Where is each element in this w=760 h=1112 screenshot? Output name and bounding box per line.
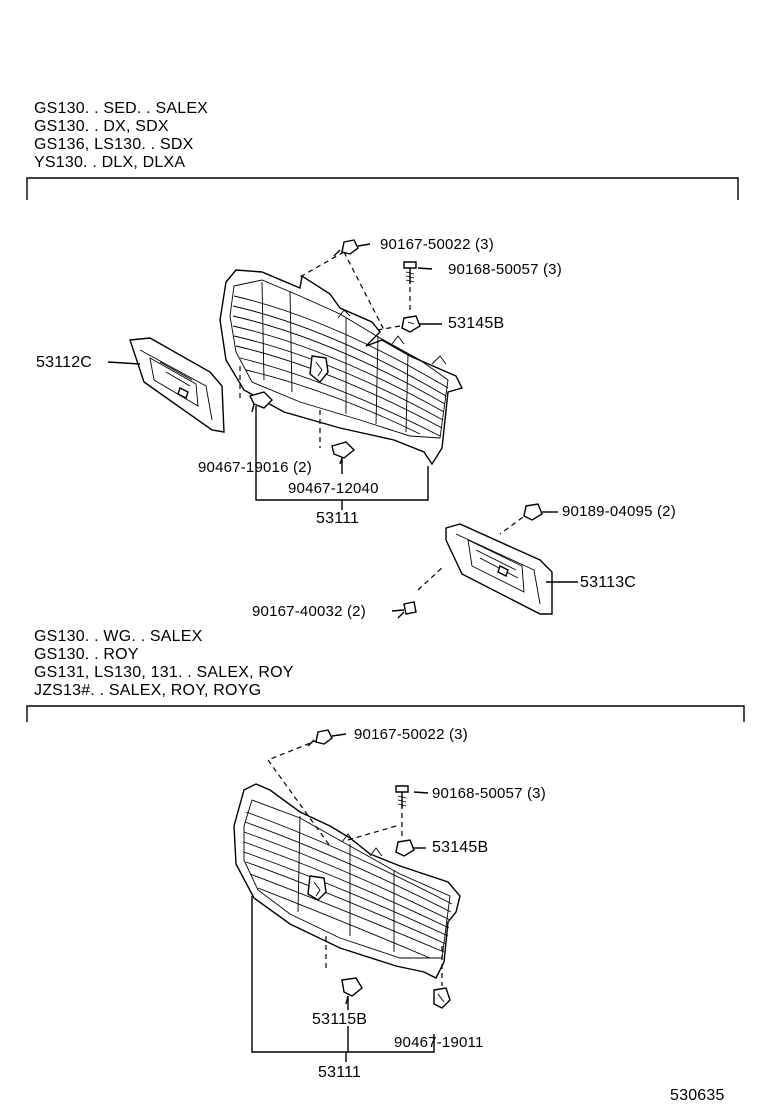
grille-insert-53112c[interactable] xyxy=(129,337,225,433)
section1-leaders xyxy=(107,243,578,612)
part-label-90167-40032[interactable]: 90167-40032 (2) xyxy=(252,603,366,620)
part-label-90467-12040[interactable]: 90467-12040 xyxy=(288,480,379,497)
model-line: GS131, LS130, 131. . SALEX, ROY xyxy=(34,664,294,681)
part-label-53111[interactable]: 53111 xyxy=(318,1064,362,1081)
nut-icon[interactable] xyxy=(401,315,421,333)
screw-icon[interactable] xyxy=(397,601,417,619)
nut-icon[interactable] xyxy=(395,839,415,857)
part-label-53145b[interactable]: 53145B xyxy=(448,315,505,332)
part-label-90189-04095[interactable]: 90189-04095 (2) xyxy=(562,503,676,520)
section2-frame xyxy=(26,705,745,722)
screw-icon[interactable] xyxy=(403,261,417,284)
part-label-90168-50057[interactable]: 90168-50057 (3) xyxy=(432,785,546,802)
bolt-icon[interactable] xyxy=(333,239,359,257)
model-line: YS130. . DLX, DLXA xyxy=(34,154,186,171)
grille-53111-upper[interactable] xyxy=(219,269,464,466)
bracket-icon[interactable] xyxy=(341,977,363,1005)
part-label-53115b[interactable]: 53115B xyxy=(312,1011,368,1028)
model-line: JZS13#. . SALEX, ROY, ROYG xyxy=(34,682,262,699)
section1-frame xyxy=(26,177,739,200)
grille-insert-53113c[interactable] xyxy=(445,523,553,615)
clip-icon[interactable] xyxy=(433,987,451,1009)
part-label-53112c[interactable]: 53112C xyxy=(36,354,93,371)
model-line: GS130. . WG. . SALEX xyxy=(34,628,203,645)
part-label-90467-19011[interactable]: 90467-19011 xyxy=(394,1034,484,1051)
grille-53111-lower[interactable] xyxy=(233,783,461,979)
part-label-90168-50057[interactable]: 90168-50057 (3) xyxy=(448,261,562,278)
model-line: GS136, LS130. . SDX xyxy=(34,136,194,153)
section2-leaders xyxy=(251,733,443,1062)
clip-icon[interactable] xyxy=(331,441,356,465)
model-line: GS130. . DX, SDX xyxy=(34,118,169,135)
part-label-90167-50022[interactable]: 90167-50022 (3) xyxy=(380,236,494,253)
clip-icon[interactable] xyxy=(248,391,273,413)
model-line: GS130. . SED. . SALEX xyxy=(34,100,209,117)
part-label-53145b[interactable]: 53145B xyxy=(432,839,489,856)
screw-icon[interactable] xyxy=(395,785,409,808)
part-label-53113c[interactable]: 53113C xyxy=(580,574,637,591)
model-line: GS130. . ROY xyxy=(34,646,139,663)
part-label-90467-19016[interactable]: 90467-19016 (2) xyxy=(198,459,312,476)
part-label-90167-50022[interactable]: 90167-50022 (3) xyxy=(354,726,468,743)
figure-number: 530635 xyxy=(670,1087,725,1104)
bolt-icon[interactable] xyxy=(307,729,333,747)
retainer-icon[interactable] xyxy=(523,503,543,521)
part-label-53111[interactable]: 53111 xyxy=(316,510,360,527)
